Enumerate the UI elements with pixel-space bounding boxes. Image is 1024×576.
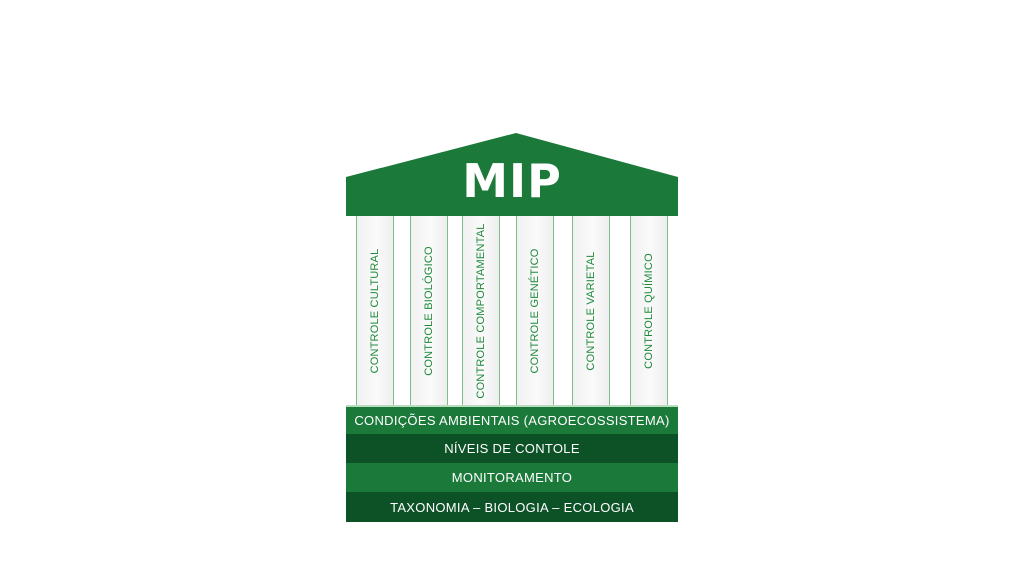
pillars: CONTROLE CULTURAL CONTROLE BIOLÓGICO CON… [346, 216, 678, 405]
base-layer-taxonomia: TAXONOMIA – BIOLOGIA – ECOLOGIA [346, 492, 678, 522]
base-layer-niveis: NÍVEIS DE CONTOLE [346, 434, 678, 463]
base-layer-condicoes: CONDIÇÕES AMBIENTAIS (AGROECOSSISTEMA) [346, 405, 678, 434]
pillar-label: CONTROLE CULTURAL [369, 248, 381, 373]
pillar-varietal: CONTROLE VARIETAL [572, 216, 610, 405]
pillar-biologico: CONTROLE BIOLÓGICO [410, 216, 448, 405]
pillar-label: CONTROLE VARIETAL [585, 250, 597, 371]
roof-shape [346, 133, 678, 216]
pillar-genetico: CONTROLE GENÉTICO [516, 216, 554, 405]
base-layer-monitoramento: MONITORAMENTO [346, 463, 678, 492]
pillar-label: CONTROLE BIOLÓGICO [423, 245, 435, 376]
pillar-label: CONTROLE COMPORTAMENTAL [475, 222, 487, 399]
roof-title: MIP [462, 154, 562, 208]
pillar-comportamental: CONTROLE COMPORTAMENTAL [462, 216, 500, 405]
temple-roof: MIP [346, 133, 678, 216]
pillar-quimico: CONTROLE QUÍMICO [630, 216, 668, 405]
pillar-label: CONTROLE GENÉTICO [529, 247, 541, 374]
pillar-label: CONTROLE QUÍMICO [643, 252, 655, 369]
pillar-cultural: CONTROLE CULTURAL [356, 216, 394, 405]
